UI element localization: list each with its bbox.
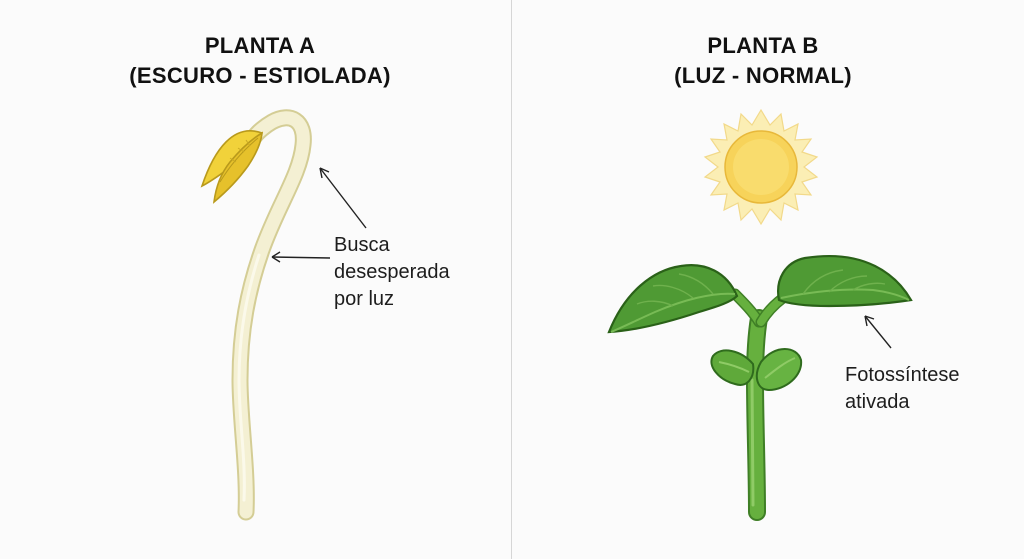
sun-icon (703, 108, 819, 226)
left-leaf (607, 264, 739, 334)
normal-annotation: Fotossíntese ativada (845, 362, 960, 416)
annotation-arrows (271, 167, 367, 263)
green-stem (729, 288, 789, 521)
annotation-arrow (864, 315, 892, 349)
panel-a-title-line1: PLANTA A (204, 33, 316, 58)
annotation-line: ativada (845, 391, 910, 413)
normal-plant-illustration (607, 108, 913, 521)
right-leaf (777, 254, 913, 308)
cotyledons (710, 348, 803, 392)
etiolated-leaf (200, 130, 264, 204)
panel-a-title-line2: (ESCURO - ESTIOLADA) (129, 63, 391, 88)
annotation-line: desesperada (334, 261, 450, 283)
annotation-line: Busca (334, 234, 390, 256)
panel-etiolated-plant: PLANTA A (ESCURO - ESTIOLADA) Busca dese… (0, 0, 511, 559)
etiolated-annotation: Busca desesperada por luz (334, 232, 450, 313)
panel-b-title-line1: PLANTA B (707, 33, 819, 58)
etiolated-plant-illustration (200, 109, 367, 521)
annotation-line: por luz (334, 288, 395, 310)
panel-divider (511, 0, 512, 559)
panel-b-title: PLANTA B (LUZ - NORMAL) (513, 31, 1013, 91)
panel-b-title-line2: (LUZ - NORMAL) (674, 63, 852, 88)
panel-normal-plant: PLANTA B (LUZ - NORMAL) (513, 0, 1024, 559)
panel-a-title: PLANTA A (ESCURO - ESTIOLADA) (0, 31, 520, 91)
annotation-line: Fotossíntese (845, 364, 960, 386)
